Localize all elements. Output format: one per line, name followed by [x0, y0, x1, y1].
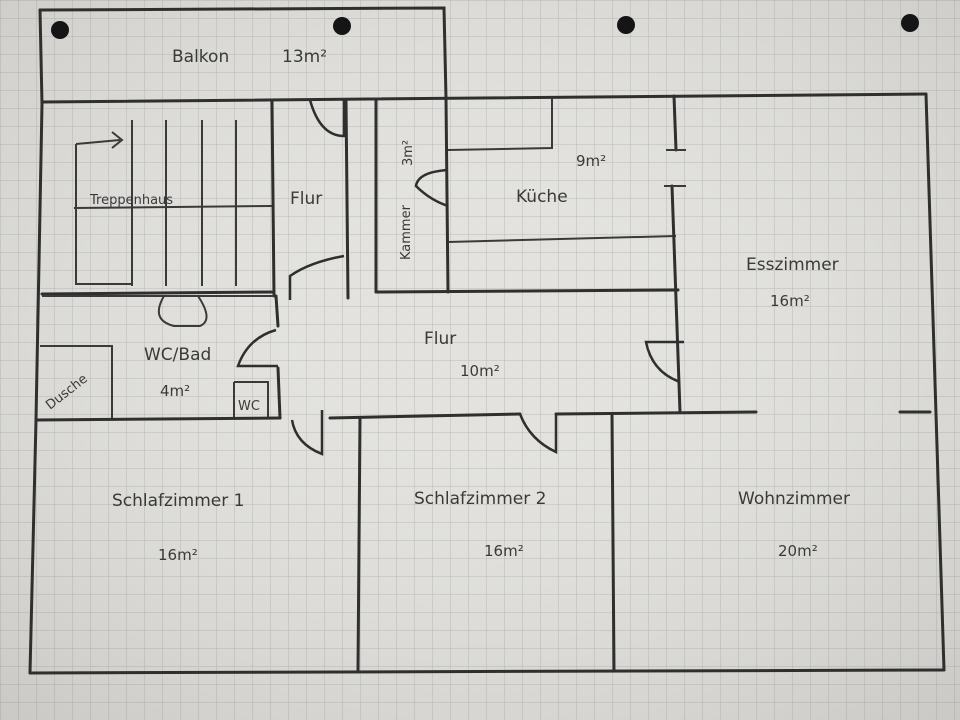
label-wohnzimmer: Wohnzimmer [738, 489, 850, 509]
label-wcbad: WC/Bad [144, 345, 211, 365]
punch-hole-icon [901, 14, 919, 32]
walls [28, 6, 946, 675]
area-kammer: 3m² [401, 140, 416, 166]
door-swing-icon [518, 413, 558, 454]
area-esszimmer: 16m² [770, 292, 810, 310]
punch-hole-icon [333, 17, 351, 35]
label-balkon: Balkon [172, 47, 229, 67]
door-swing-icon [414, 168, 449, 208]
staircase [73, 120, 273, 286]
label-wc: WC [238, 399, 260, 414]
area-schlafzimmer-2: 16m² [484, 542, 524, 560]
label-flur-top: Flur [290, 189, 322, 209]
label-flur-main: Flur [424, 329, 456, 349]
toilet-bowl-icon [157, 295, 208, 327]
label-kueche: Küche [516, 187, 568, 207]
label-treppenhaus: Treppenhaus [89, 193, 173, 208]
punch-holes [51, 14, 919, 39]
door-swing-icon [290, 410, 324, 456]
punch-hole-icon [51, 21, 69, 39]
label-schlafzimmer-2: Schlafzimmer 2 [414, 489, 546, 509]
punch-hole-icon [617, 16, 635, 34]
area-wcbad: 4m² [160, 382, 190, 400]
area-balkon: 13m² [282, 47, 327, 67]
door-swing-icon [288, 254, 345, 300]
door-swing-icon [236, 328, 278, 368]
area-flur-main: 10m² [460, 362, 500, 380]
door-swing-icon [644, 340, 684, 384]
door-swing-icon [308, 99, 346, 138]
area-schlafzimmer-1: 16m² [158, 546, 198, 564]
label-esszimmer: Esszimmer [746, 255, 839, 275]
area-wohnzimmer: 20m² [778, 542, 818, 560]
stair-direction-arrow-icon [75, 131, 124, 149]
label-kammer: Kammer [399, 204, 414, 260]
label-schlafzimmer-1: Schlafzimmer 1 [112, 491, 244, 511]
doors [236, 99, 684, 456]
area-kueche: 9m² [576, 152, 606, 170]
